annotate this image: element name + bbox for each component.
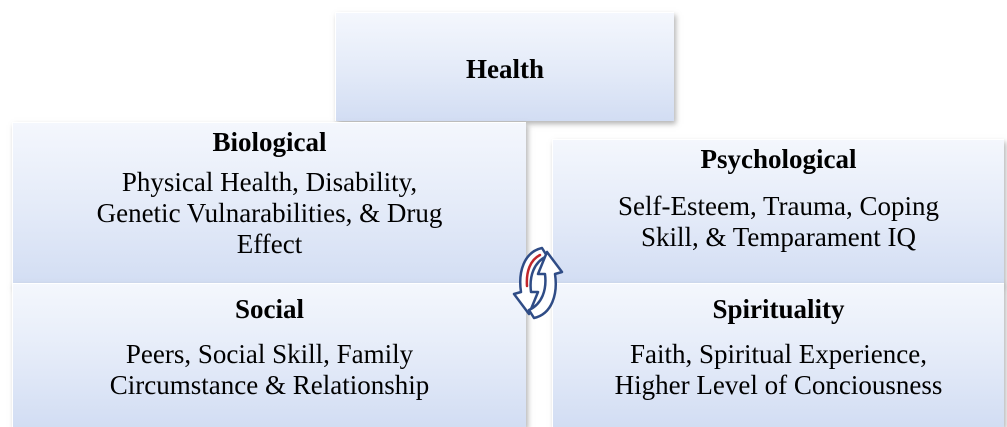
biological-line: Physical Health, Disability, — [121, 167, 418, 197]
spirituality-description: Faith, Spiritual Experience, Higher Leve… — [553, 339, 1004, 401]
psychological-title: Psychological — [700, 144, 857, 174]
spirituality-box: Spirituality Faith, Spiritual Experience… — [552, 283, 1004, 427]
psychological-line: Skill, & Temparament IQ — [640, 222, 917, 252]
social-box: Social Peers, Social Skill, Family Circu… — [12, 283, 526, 427]
psychological-box: Psychological Self-Esteem, Trauma, Copin… — [552, 139, 1004, 285]
cycle-arrow-right — [527, 250, 564, 320]
health-box: Health — [335, 12, 674, 121]
psychological-description: Self-Esteem, Trauma, Coping Skill, & Tem… — [553, 191, 1004, 253]
cycle-accent-stroke — [525, 253, 542, 288]
biological-line: Effect — [236, 229, 303, 259]
spirituality-line: Faith, Spiritual Experience, — [630, 339, 927, 369]
biological-line: Genetic Vulnarabilities, & Drug — [96, 198, 443, 228]
cycle-arrow-left — [512, 246, 549, 316]
health-title: Health — [466, 54, 544, 84]
biological-title: Biological — [212, 127, 327, 157]
psychological-line: Self-Esteem, Trauma, Coping — [618, 191, 939, 221]
social-description: Peers, Social Skill, Family Circumstance… — [13, 339, 526, 401]
social-line: Circumstance & Relationship — [109, 370, 430, 400]
spirituality-line: Higher Level of Conciousness — [614, 370, 943, 400]
social-title: Social — [234, 294, 304, 324]
social-line: Peers, Social Skill, Family — [125, 339, 414, 369]
biological-box: Biological Physical Health, Disability, … — [12, 122, 526, 287]
spirituality-title: Spirituality — [712, 294, 845, 324]
biological-description: Physical Health, Disability, Genetic Vul… — [13, 167, 526, 260]
cycle-arrows-icon — [512, 246, 564, 320]
